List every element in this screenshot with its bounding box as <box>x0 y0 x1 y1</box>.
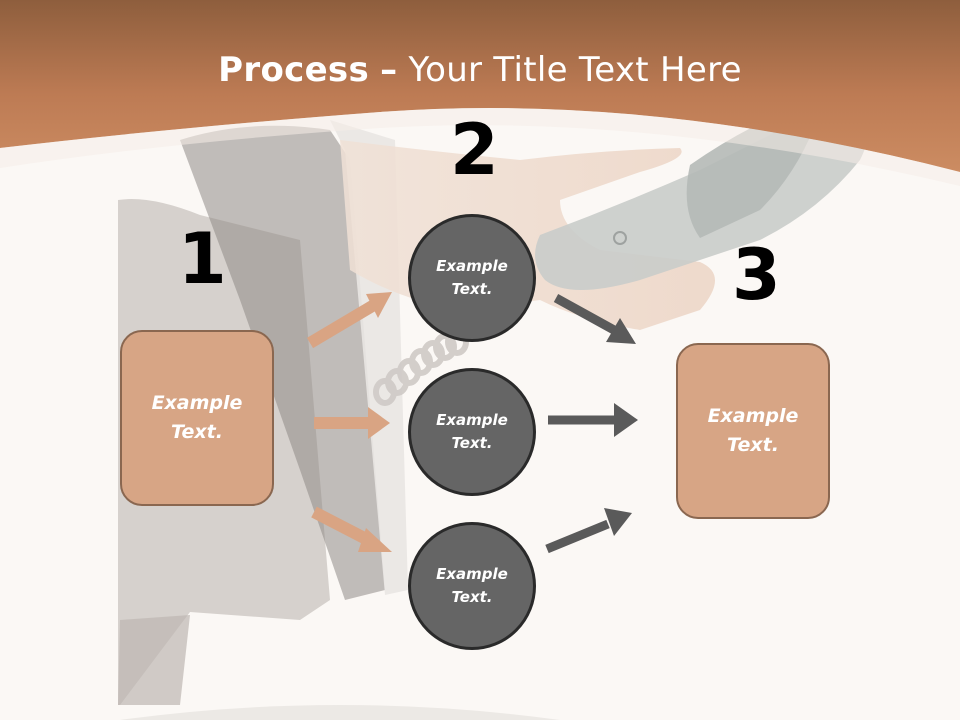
circle-2-text: Example Text. <box>436 410 508 452</box>
step-number-3: 3 <box>732 234 781 316</box>
arrow-left-to-circle-2 <box>314 407 390 439</box>
slide-title: Process – Your Title Text Here <box>0 50 960 90</box>
right-box-text: Example Text. <box>707 404 799 456</box>
process-circle-1[interactable]: Example Text. <box>408 214 536 342</box>
arrow-left-to-circle-1 <box>306 292 392 349</box>
arrow-left-to-circle-3 <box>311 506 392 552</box>
right-text-box[interactable]: Example Text. <box>676 343 830 519</box>
arrow-circle-1-to-right <box>553 294 636 344</box>
step-number-2: 2 <box>450 109 499 191</box>
arrow-circle-3-to-right <box>545 508 632 554</box>
left-box-text: Example Text. <box>151 391 243 443</box>
circle-1-text: Example Text. <box>436 256 508 298</box>
title-bold: Process <box>218 50 370 90</box>
left-text-box[interactable]: Example Text. <box>120 330 274 506</box>
circle-3-text: Example Text. <box>436 564 508 606</box>
process-circle-2[interactable]: Example Text. <box>408 368 536 496</box>
title-rest: Your Title Text Here <box>408 50 742 90</box>
arrow-circle-2-to-right <box>548 403 638 437</box>
step-number-1: 1 <box>178 218 227 300</box>
title-dash: – <box>380 50 398 90</box>
process-circle-3[interactable]: Example Text. <box>408 522 536 650</box>
